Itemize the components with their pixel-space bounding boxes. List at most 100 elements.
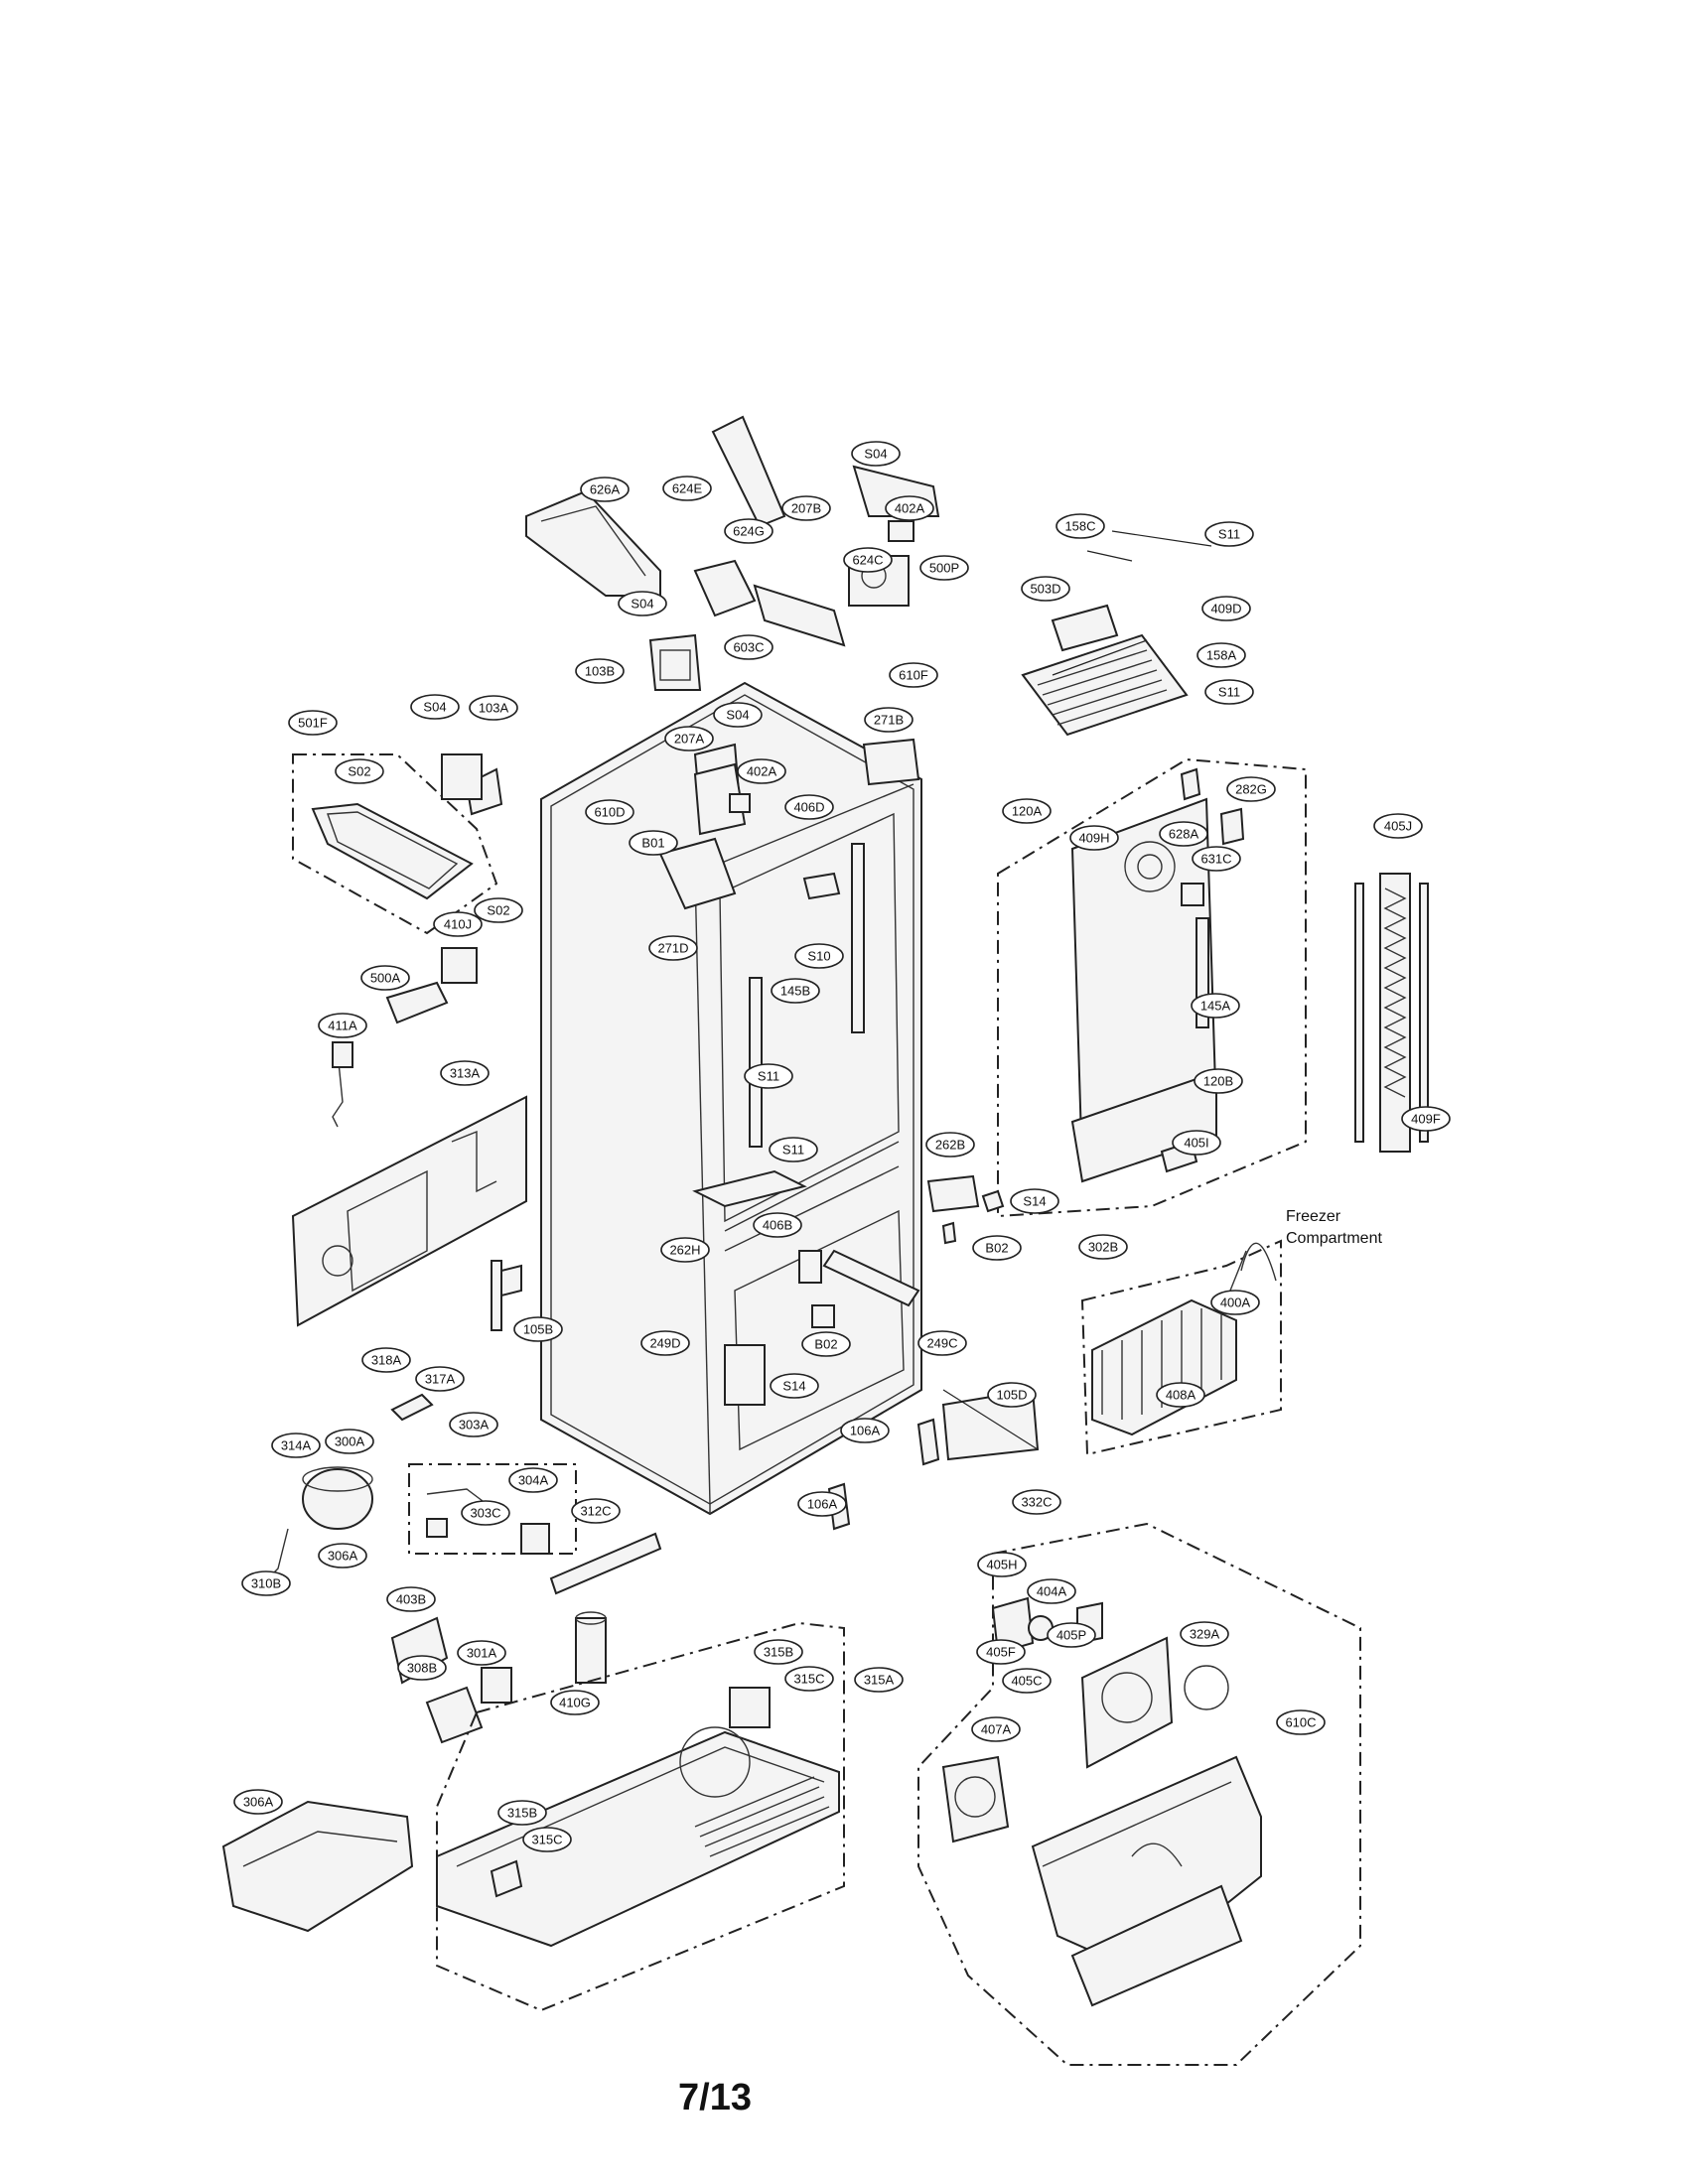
part-callout: 306A: [318, 1543, 367, 1569]
part-callout: 158A: [1196, 642, 1246, 668]
part-callout-label: 631C: [1200, 852, 1231, 867]
part-callout-label: 318A: [371, 1353, 402, 1368]
part-callout-oval: [318, 1543, 367, 1569]
part-callout: 315B: [754, 1639, 803, 1665]
part-callout: 409F: [1401, 1106, 1451, 1132]
part-callout-label: 624C: [852, 553, 883, 568]
part-callout: 405I: [1172, 1130, 1221, 1156]
part-callout-label: 407A: [981, 1722, 1012, 1737]
part-callout: S02: [335, 758, 384, 784]
part-callout-label: 282G: [1235, 782, 1267, 797]
part-callout-label: 403B: [396, 1592, 426, 1607]
part-callout: 610D: [585, 799, 634, 825]
part-callout: 308B: [397, 1655, 447, 1681]
part-callout-label: 626A: [590, 482, 621, 497]
part-callout-oval: [794, 943, 844, 969]
evaporator-cover-assembly: [997, 757, 1429, 1218]
part-callout-oval: [1373, 813, 1423, 839]
part-callout-oval: [618, 591, 667, 616]
part-callout-label: 310B: [251, 1576, 281, 1591]
part-callout-label: S10: [807, 949, 830, 964]
part-callout: 624E: [662, 476, 712, 501]
part-callout: S04: [851, 441, 901, 467]
part-callout-oval: [1210, 1290, 1260, 1315]
part-callout-label: 158C: [1064, 519, 1095, 534]
part-callout-oval: [474, 897, 523, 923]
part-callout-oval: [713, 702, 763, 728]
part-callout-label: 262H: [669, 1243, 700, 1258]
part-callout: 405F: [976, 1639, 1026, 1665]
part-callout-oval: [1010, 1188, 1059, 1214]
part-callout: 610C: [1276, 1709, 1326, 1735]
part-callout-label: 402A: [895, 501, 925, 516]
part-callout-label: 315B: [764, 1645, 793, 1660]
part-callout-label: 408A: [1166, 1388, 1196, 1403]
part-callout: 103B: [575, 658, 625, 684]
part-callout-oval: [397, 1655, 447, 1681]
part-callout-label: 409D: [1210, 602, 1241, 616]
part-callout-oval: [1012, 1489, 1061, 1515]
part-callout-label: 315C: [793, 1672, 824, 1687]
part-callout-oval: [1021, 576, 1070, 602]
machine-compartment-base: [436, 1621, 845, 2012]
part-callout-label: S11: [1218, 685, 1240, 700]
part-callout: 410G: [550, 1690, 600, 1715]
part-callout: 301A: [457, 1640, 506, 1666]
part-callout-label: 405C: [1011, 1674, 1042, 1689]
part-callout: 315C: [784, 1666, 834, 1692]
part-callout-label: S14: [1023, 1194, 1046, 1209]
part-callout-oval: [288, 710, 338, 736]
part-callout: 318A: [361, 1347, 411, 1373]
part-callout: 282G: [1226, 776, 1276, 802]
part-callout: 400A: [1210, 1290, 1260, 1315]
part-callout-oval: [271, 1433, 321, 1458]
part-callout: 306A: [233, 1789, 283, 1815]
part-callout-label: 315A: [864, 1673, 895, 1688]
part-callout-label: 332C: [1021, 1495, 1052, 1510]
part-callout: 303C: [461, 1500, 510, 1526]
part-callout-oval: [753, 1212, 802, 1238]
part-callout-oval: [976, 1639, 1026, 1665]
part-callout-label: B02: [814, 1337, 837, 1352]
part-callout-oval: [917, 1330, 967, 1356]
part-callout-oval: [770, 1373, 819, 1399]
part-callout-oval: [854, 1667, 904, 1693]
evaporator-assembly: [1080, 1239, 1282, 1456]
part-callout-label: 303A: [459, 1418, 490, 1433]
part-callout-label: 301A: [467, 1646, 497, 1661]
part-callout-oval: [433, 911, 483, 937]
part-callout-label: S04: [726, 708, 749, 723]
part-callout: B02: [801, 1331, 851, 1357]
part-callout: S11: [1204, 679, 1254, 705]
part-callout-oval: [325, 1429, 374, 1454]
part-callout: 406B: [753, 1212, 802, 1238]
part-callout: 624G: [724, 518, 774, 544]
part-callout: 145A: [1191, 993, 1240, 1019]
part-callout-oval: [1180, 1621, 1229, 1647]
part-callout: 262H: [660, 1237, 710, 1263]
part-callout: 315A: [854, 1667, 904, 1693]
part-callout: 105D: [987, 1382, 1037, 1408]
part-callout-label: 304A: [518, 1473, 549, 1488]
part-callout-oval: [771, 978, 820, 1004]
part-callout-label: S02: [348, 764, 370, 779]
part-callout-label: S04: [423, 700, 446, 715]
part-callout: 409D: [1201, 596, 1251, 621]
part-callout-label: 603C: [733, 640, 764, 655]
part-callout-oval: [233, 1789, 283, 1815]
part-callout-label: 406D: [793, 800, 824, 815]
part-callout: 312C: [571, 1498, 621, 1524]
part-callout-label: 405F: [986, 1645, 1016, 1660]
part-callout-label: 306A: [328, 1549, 358, 1564]
part-callout: S10: [794, 943, 844, 969]
part-callout-label: 106A: [850, 1424, 881, 1438]
part-callout-label: S02: [487, 903, 509, 918]
part-callout-oval: [784, 794, 834, 820]
part-callout: 610F: [889, 662, 938, 688]
part-callout: 603C: [724, 634, 774, 660]
part-callout: 310B: [241, 1570, 291, 1596]
part-callout-oval: [575, 658, 625, 684]
freezer-annotation-line2: Compartment: [1286, 1230, 1382, 1247]
